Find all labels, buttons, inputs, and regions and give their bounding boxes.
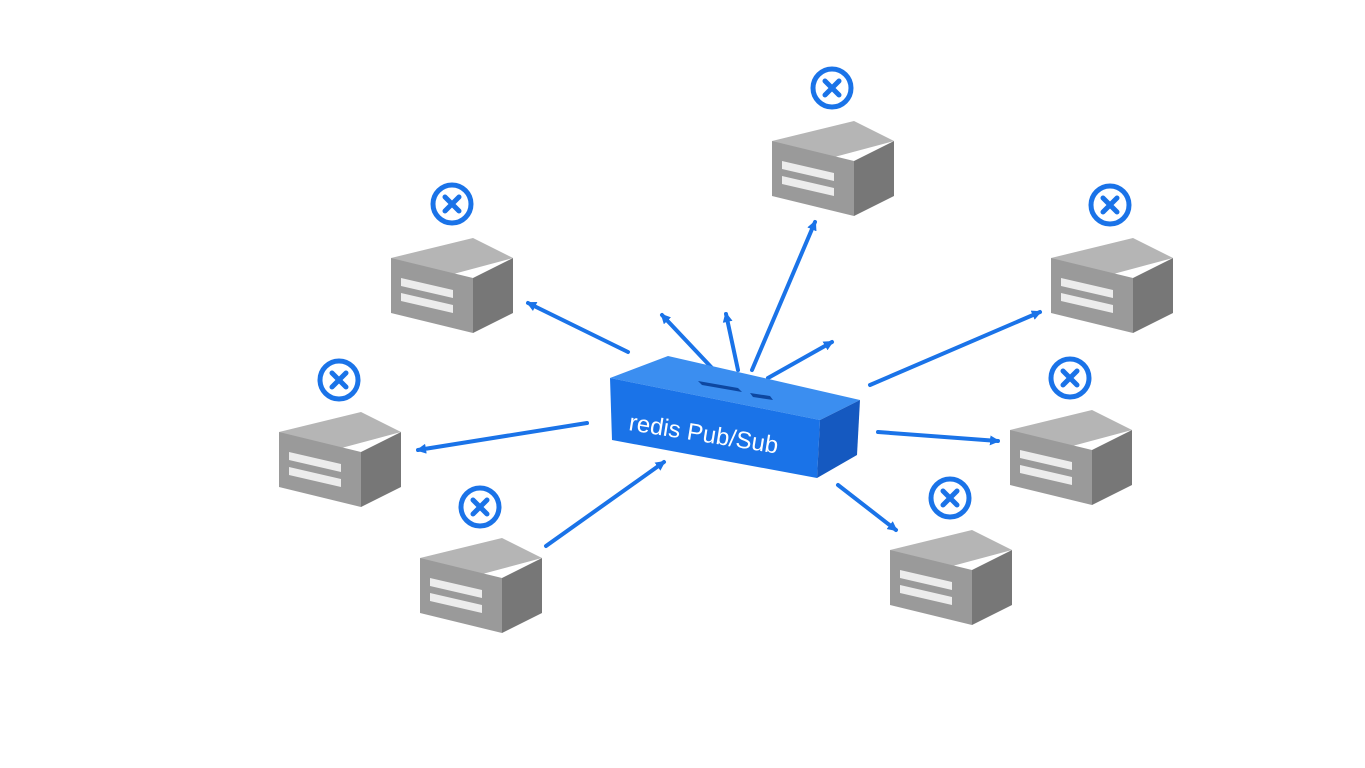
arrow-to-sub-top [750,220,817,372]
x-circle-icon [461,488,499,526]
arrow-to-sub-upper-right [868,310,1042,387]
arrow-to-sub-lower-right [836,483,898,532]
subscriber-server-middle-right [1010,410,1132,505]
subscriber-server-middle-left [279,412,401,507]
x-circle-icon [433,185,471,223]
arrow-short-1 [660,313,714,370]
arrow-to-sub-upper-left [526,301,630,354]
arrow-short-3 [766,340,834,380]
subscriber-server-top [772,121,894,216]
x-circle-icon [1091,186,1129,224]
hub-slot [750,393,773,400]
arrow-to-sub-middle-right [876,430,1000,446]
hub-front-face [610,378,820,478]
subscriber-server-upper-right [1051,238,1173,333]
x-circle-icon [1051,359,1089,397]
arrows [416,220,1042,548]
subscriber-server-lower-right [890,530,1012,625]
subscriber-server-upper-left [391,238,513,333]
hub-side-face [817,400,860,478]
arrow-to-sub-middle-left [416,421,589,454]
hub-slot [698,381,742,392]
arrow-from-sub-lower-left [544,460,666,548]
redis-pubsub-hub: redis Pub/Sub [610,356,860,478]
x-circle-icon [320,361,358,399]
arrow-short-2 [722,312,740,372]
x-circle-icon [931,479,969,517]
subscriber-server-lower-left [420,538,542,633]
x-circle-icon [813,69,851,107]
